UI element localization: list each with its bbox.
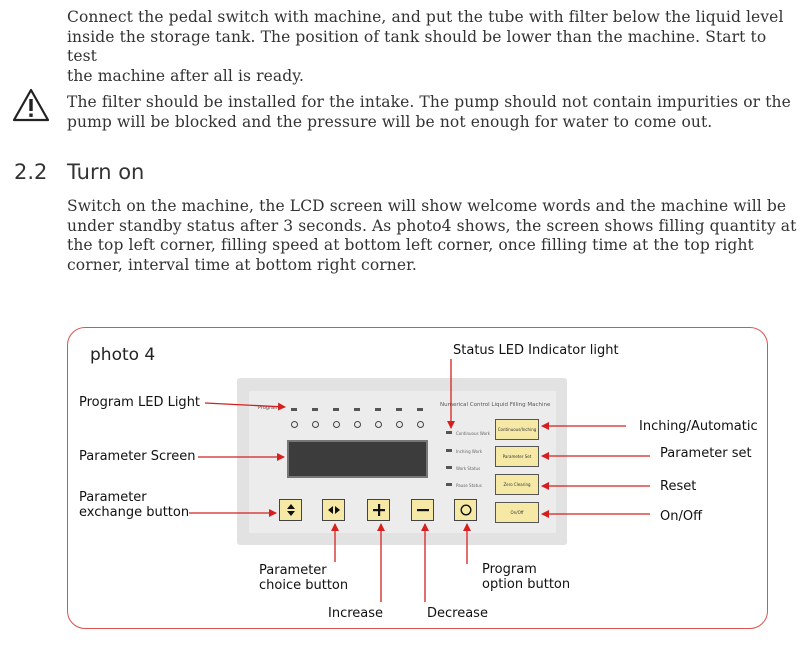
warning-icon	[12, 88, 50, 122]
label-inching-automatic: Inching/Automatic	[639, 419, 758, 434]
increase-button[interactable]	[367, 499, 390, 521]
label-program-led: Program LED Light	[79, 395, 201, 410]
label-reset: Reset	[660, 479, 697, 494]
intro-line-2: inside the storage tank. The position of…	[67, 27, 767, 66]
program-led	[354, 408, 360, 411]
figure-frame	[67, 327, 768, 629]
status-led	[446, 431, 452, 434]
label-status-led: Status LED Indicator light	[453, 343, 619, 358]
label-decrease: Decrease	[427, 606, 488, 621]
circle-icon	[459, 504, 472, 516]
program-indicator-circle	[417, 421, 424, 428]
program-option-button[interactable]	[454, 499, 477, 521]
program-indicator-circle	[396, 421, 403, 428]
program-indicator-circle	[312, 421, 319, 428]
decrease-button[interactable]	[411, 499, 434, 521]
program-led	[312, 408, 318, 411]
program-led	[375, 408, 381, 411]
continuous-inching-button[interactable]: Continuous/Inching	[495, 419, 539, 440]
program-led	[291, 408, 297, 411]
program-indicator-circle	[354, 421, 361, 428]
warning-line-2: pump will be blocked and the pressure wi…	[67, 112, 713, 131]
label-program-option-line-2: option button	[482, 577, 571, 592]
warning-line-1: The filter should be installed for the i…	[67, 93, 791, 111]
program-led	[417, 408, 423, 411]
parameter-exchange-button[interactable]	[279, 499, 302, 521]
figure-title: photo 4	[90, 345, 156, 365]
section-title: Turn on	[67, 160, 145, 184]
left-right-arrows-icon	[327, 506, 340, 514]
minus-icon	[416, 509, 429, 512]
turn-on-line-3: the top left corner, filling speed at bo…	[67, 236, 754, 254]
on-off-button[interactable]: On/Off	[495, 502, 539, 523]
zero-clearing-button[interactable]: Zero Clearing	[495, 474, 539, 495]
status-label: Pause Status	[456, 483, 482, 488]
status-label: Inching Work	[456, 449, 483, 454]
turn-on-line-2: under standby status after 3 seconds. As…	[67, 216, 797, 235]
program-led	[396, 408, 402, 411]
status-label: Continuous Work	[456, 431, 490, 436]
program-indicator-circle	[291, 421, 298, 428]
label-parameter-choice-line-2: choice button	[259, 578, 349, 593]
arrow-program-led	[204, 402, 286, 411]
status-label: Work Status	[456, 466, 481, 471]
intro-paragraph: Connect the pedal switch with machine, a…	[67, 8, 800, 86]
label-program-option: Program option button	[482, 562, 570, 592]
status-led	[446, 449, 452, 452]
panel-machine-title: Numerical Control Liquid Filling Machine	[440, 402, 551, 408]
parameter-choice-button[interactable]	[322, 499, 345, 521]
warning-paragraph: The filter should be installed for the i…	[67, 93, 791, 132]
status-led	[446, 483, 452, 486]
label-parameter-exchange-line-2: exchange button	[79, 505, 190, 520]
turn-on-paragraph: Switch on the machine, the LCD screen wi…	[67, 197, 796, 275]
label-parameter-screen: Parameter Screen	[79, 449, 196, 464]
label-on-off: On/Off	[660, 509, 703, 524]
program-indicator-circle	[333, 421, 340, 428]
parameter-set-button[interactable]: Parameter Set	[495, 446, 539, 467]
turn-on-line-1: Switch on the machine, the LCD screen wi…	[67, 197, 787, 215]
intro-line-3: the machine after all is ready.	[67, 66, 305, 85]
status-led	[446, 466, 452, 469]
program-led	[333, 408, 339, 411]
label-increase: Increase	[328, 606, 384, 621]
label-parameter-exchange: Parameter exchange button	[79, 490, 189, 520]
label-parameter-choice: Parameter choice button	[259, 563, 348, 593]
plus-icon	[372, 504, 385, 516]
label-parameter-exchange-line-1: Parameter	[79, 490, 147, 505]
program-indicator-circle	[375, 421, 382, 428]
label-parameter-choice-line-1: Parameter	[259, 563, 327, 578]
label-parameter-set: Parameter set	[660, 446, 752, 461]
section-heading: 2.2 Turn on	[14, 160, 144, 184]
intro-line-1: Connect the pedal switch with machine, a…	[67, 8, 784, 26]
up-down-arrows-icon	[286, 504, 295, 516]
turn-on-line-4: corner, interval time at bottom right co…	[67, 255, 417, 274]
section-number: 2.2	[14, 160, 48, 184]
parameter-lcd-screen	[287, 440, 428, 478]
label-program-option-line-1: Program	[482, 562, 537, 577]
panel-program-text: Program	[258, 405, 280, 411]
